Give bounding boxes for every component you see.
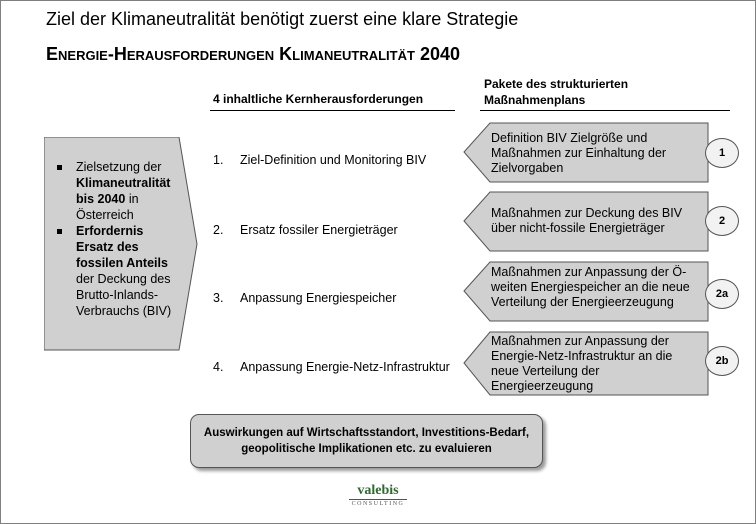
package-2-badge: 2 (705, 206, 739, 236)
challenge-3: 3.Anpassung Energiespeicher (213, 291, 397, 305)
challenges-header: 4 inhaltliche Kernherausforderungen (213, 92, 424, 106)
slide-title: Ziel der Klimaneutralität benötigt zuers… (46, 9, 519, 29)
challenges-header-rule (210, 110, 455, 111)
challenge-1: 1.Ziel-Definition und Monitoring BIV (213, 153, 427, 167)
package-4: Maßnahmen zur Anpassung der Energie-Netz… (462, 331, 710, 396)
goal-bullet-2: Erfordernis Ersatz des fossilen Anteils … (52, 223, 177, 319)
valebis-logo: valebis CONSULTING (343, 484, 413, 508)
challenge-4: 4.Anpassung Energie-Netz-Infrastruktur (213, 360, 450, 374)
package-1-badge: 1 (705, 138, 739, 168)
challenge-2: 2.Ersatz fossiler Energieträger (213, 223, 398, 237)
evaluation-box: Auswirkungen auf Wirtschaftsstandort, In… (190, 414, 543, 468)
package-3: Maßnahmen zur Anpassung der Ö-weiten Ene… (462, 261, 710, 322)
package-3-badge: 2a (705, 279, 739, 309)
goal-bullet-1: Zielsetzung der Klimaneutralität bis 204… (52, 159, 177, 223)
goal-box-shape (44, 137, 198, 351)
packages-header-rule (480, 110, 730, 111)
package-1: Definition BIV Zielgröße und Maßnahmen z… (462, 122, 710, 183)
packages-header: Pakete des strukturierten Maßnahmenplans (484, 77, 629, 107)
goal-box: Zielsetzung der Klimaneutralität bis 204… (44, 137, 199, 352)
slide-subtitle: Energie-Herausforderungen Klimaneutralit… (46, 44, 460, 64)
package-2: Maßnahmen zur Deckung des BIV über nicht… (462, 191, 710, 252)
package-4-badge: 2b (705, 346, 739, 376)
